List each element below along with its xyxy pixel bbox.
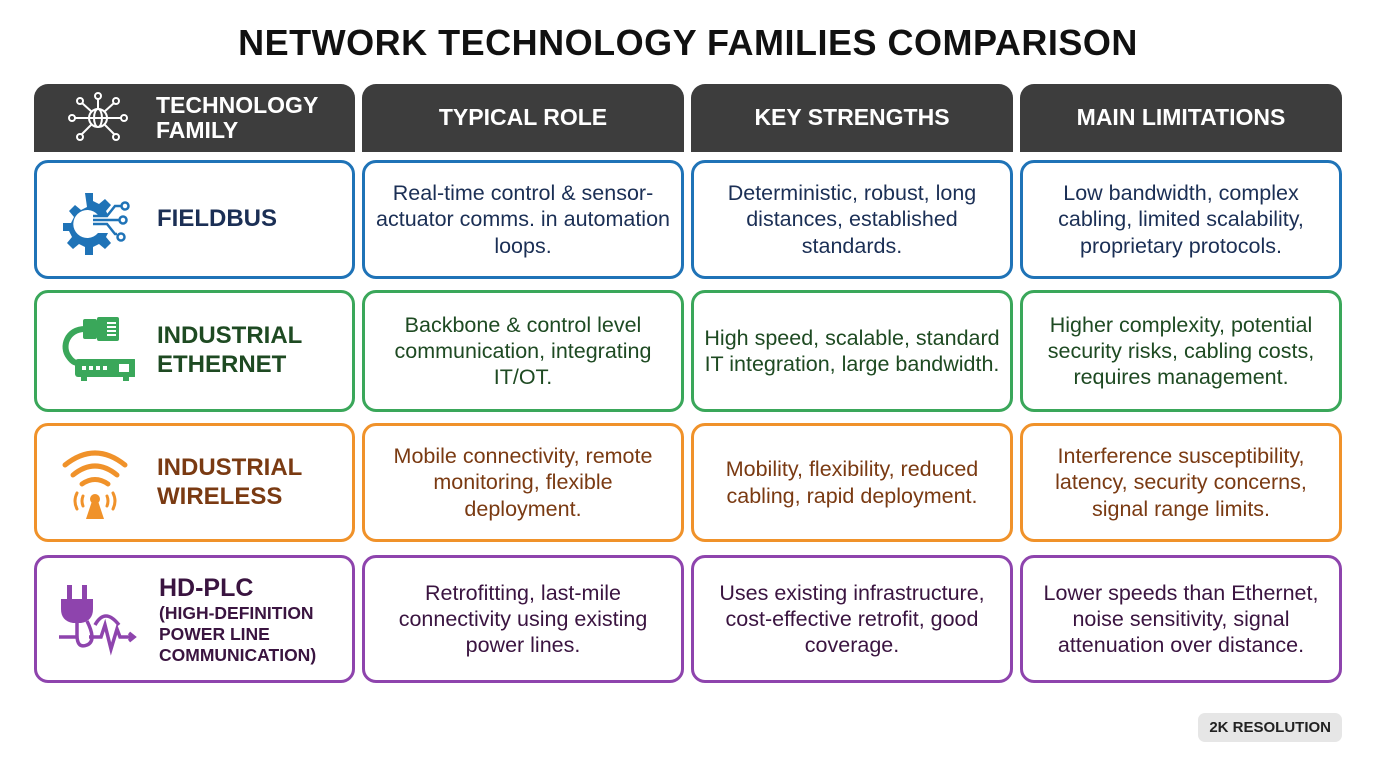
role-cell: Backbone & control level communication, … [362, 290, 684, 412]
family-name: FIELDBUS [157, 205, 277, 233]
power-plug-signal-icon [59, 585, 137, 656]
family-name: HD-PLC [159, 573, 254, 602]
resolution-badge: 2K RESOLUTION [1198, 713, 1342, 742]
strengths-cell: Uses existing infrastructure, cost-effec… [691, 555, 1013, 683]
limitations-cell: Low bandwidth, complex cabling, limited … [1020, 160, 1342, 279]
family-cell-industrial-ethernet: INDUSTRIAL ETHERNET [34, 290, 355, 412]
gear-circuit-icon [63, 192, 130, 255]
family-name-group: HD-PLC (HIGH-DEFINITION POWER LINE COMMU… [159, 573, 344, 666]
header-label: TECHNOLOGY FAMILY [156, 91, 318, 143]
role-cell: Mobile connectivity, remote monitoring, … [362, 423, 684, 542]
header-typical-role: TYPICAL ROLE [362, 84, 684, 152]
family-cell-fieldbus: FIELDBUS [34, 160, 355, 279]
family-subtitle: (HIGH-DEFINITION POWER LINE COMMUNICATIO… [159, 602, 317, 665]
strengths-cell: Deterministic, robust, long distances, e… [691, 160, 1013, 279]
limitations-cell: Interference susceptibility, latency, se… [1020, 423, 1342, 542]
role-cell: Real-time control & sensor-actuator comm… [362, 160, 684, 279]
header-technology-family: TECHNOLOGY FAMILY [34, 84, 355, 152]
network-globe-icon [68, 92, 128, 141]
family-cell-industrial-wireless: INDUSTRIAL WIRELESS [34, 423, 355, 542]
ethernet-switch-icon [62, 317, 135, 381]
limitations-cell: Higher complexity, potential security ri… [1020, 290, 1342, 412]
strengths-cell: Mobility, flexibility, reduced cabling, … [691, 423, 1013, 542]
header-main-limitations: MAIN LIMITATIONS [1020, 84, 1342, 152]
family-name: INDUSTRIAL ETHERNET [157, 322, 302, 378]
limitations-cell: Lower speeds than Ethernet, noise sensit… [1020, 555, 1342, 683]
header-key-strengths: KEY STRENGTHS [691, 84, 1013, 152]
strengths-cell: High speed, scalable, standard IT integr… [691, 290, 1013, 412]
page-title: NETWORK TECHNOLOGY FAMILIES COMPARISON [238, 22, 1138, 63]
family-cell-hd-plc: HD-PLC (HIGH-DEFINITION POWER LINE COMMU… [34, 555, 355, 683]
family-name: INDUSTRIAL WIRELESS [157, 453, 302, 510]
role-cell: Retrofitting, last-mile connectivity usi… [362, 555, 684, 683]
wireless-antenna-icon [62, 450, 128, 519]
